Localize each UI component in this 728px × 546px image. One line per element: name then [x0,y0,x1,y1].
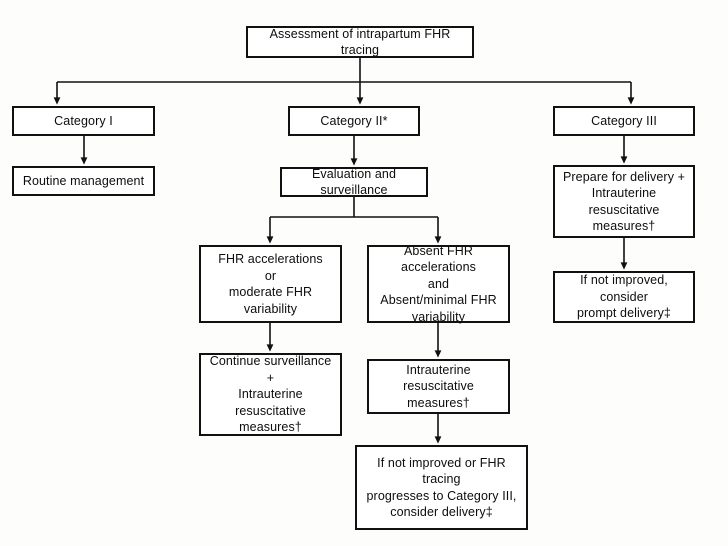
node-prepare-for-delivery[interactable]: Prepare for delivery + Intrauterine resu… [553,165,695,238]
node-fhr-accelerations[interactable]: FHR accelerations or moderate FHR variab… [199,245,342,323]
node-label: If not improved, consider prompt deliver… [576,273,671,321]
node-evaluation-surveillance[interactable]: Evaluation and surveillance [280,167,428,197]
node-category-1[interactable]: Category I [12,106,155,136]
node-label: Routine management [22,173,145,188]
node-label: Continue surveillance + Intrauterine res… [209,354,332,435]
node-category-2[interactable]: Category II* [288,106,420,136]
node-label: Intrauterine resuscitative measures† [403,362,474,410]
node-absent-fhr-accelerations[interactable]: Absent FHR accelerations and Absent/mini… [367,243,510,324]
node-label: Category II* [320,113,388,128]
node-assessment-root[interactable]: Assessment of intrapartum FHR tracing [246,26,474,58]
node-label: Category III [591,113,657,128]
node-label: If not improved or FHR tracing progresse… [366,455,517,520]
node-continue-surveillance[interactable]: Continue surveillance + Intrauterine res… [199,353,342,436]
node-if-not-improved-category-3[interactable]: If not improved or FHR tracing progresse… [355,445,528,530]
node-label: Evaluation and surveillance [311,166,397,198]
node-label: Prepare for delivery + Intrauterine resu… [562,169,686,234]
node-label: Assessment of intrapartum FHR tracing [269,26,451,58]
node-label: Category I [54,113,113,128]
node-category-3[interactable]: Category III [553,106,695,136]
node-routine-management[interactable]: Routine management [12,166,155,196]
node-label: Absent FHR accelerations and Absent/mini… [380,243,497,324]
node-if-not-improved-prompt-delivery[interactable]: If not improved, consider prompt deliver… [553,271,695,323]
node-intrauterine-resuscitative-measures[interactable]: Intrauterine resuscitative measures† [367,359,510,414]
node-label: FHR accelerations or moderate FHR variab… [218,252,323,316]
